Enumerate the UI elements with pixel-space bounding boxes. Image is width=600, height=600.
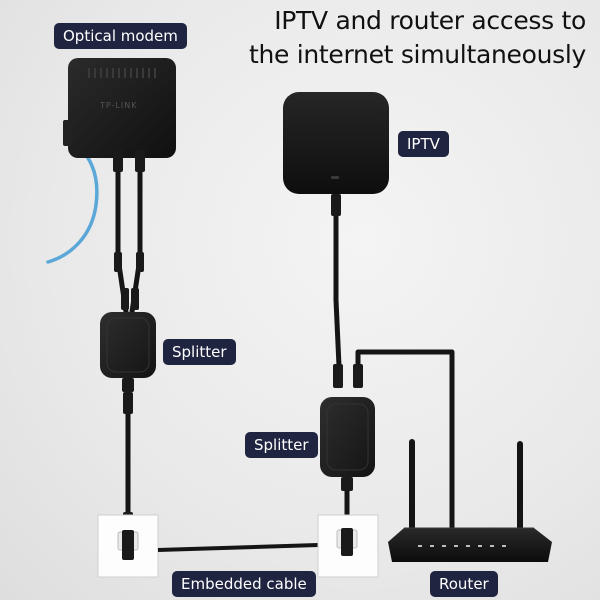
fiber-cable: [46, 140, 99, 264]
wall-plate-left: [97, 514, 159, 578]
diagram-title-line-2: the internet simultaneously: [248, 40, 586, 69]
label-router: Router: [430, 571, 498, 597]
wall-plate-right: [317, 514, 379, 578]
label-splitter-left: Splitter: [163, 339, 236, 365]
iptv-box: [283, 92, 389, 194]
splitter-left: [100, 312, 156, 392]
modem-brand-logo: TP-LINK: [99, 101, 137, 110]
diagram-title-line-1: IPTV and router access to: [274, 6, 586, 35]
modem-vent: [88, 68, 156, 78]
label-optical-modem: Optical modem: [54, 23, 187, 49]
label-splitter-right: Splitter: [245, 432, 318, 458]
splitter-right: [320, 397, 375, 491]
label-embedded-cable: Embedded cable: [172, 571, 316, 597]
router-cable-plug: [353, 364, 363, 388]
router: [388, 439, 552, 562]
iptv-cable: [331, 194, 343, 389]
embedded-cable: [157, 543, 319, 552]
modem-rj45-plugs: [113, 150, 145, 310]
optical-modem: TP-LINK: [63, 58, 176, 158]
splitter-left-cable: [123, 392, 133, 534]
label-iptv: IPTV: [398, 131, 449, 157]
